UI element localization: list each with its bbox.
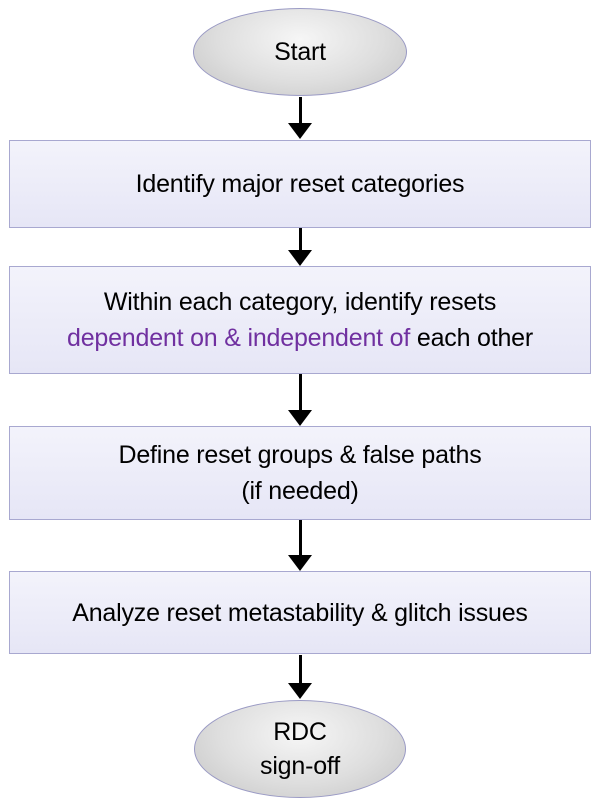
step-define-groups-line1: Define reset groups & false paths: [118, 441, 482, 469]
arrow-step1-to-step2: [288, 228, 312, 266]
end-label-line1: RDC: [273, 718, 327, 746]
start-terminal: Start: [193, 8, 407, 96]
step-identify-dependencies-line1: Within each category, identify resets: [103, 288, 497, 316]
step-identify-dependencies-line2: dependent on & independent of each other: [67, 320, 533, 356]
step-define-groups: Define reset groups & false paths (if ne…: [9, 426, 591, 520]
step-define-groups-line2: (if needed): [241, 477, 359, 505]
arrow-step2-to-step3: [288, 374, 312, 426]
step-identify-dependencies: Within each category, identify resets de…: [9, 266, 591, 374]
step-identify-categories-text: Identify major reset categories: [135, 170, 465, 198]
arrow-step3-to-step4: [288, 520, 312, 571]
dependency-highlight-text: dependent on & independent of: [66, 324, 411, 352]
arrow-start-to-step1: [288, 97, 312, 139]
arrow-step4-to-end: [288, 655, 312, 699]
step-identify-categories: Identify major reset categories: [9, 140, 591, 228]
start-label: Start: [274, 38, 326, 66]
dependency-rest-text: each other: [410, 324, 534, 352]
end-label-line2: sign-off: [260, 752, 340, 780]
end-terminal: RDC sign-off: [194, 700, 406, 798]
step-analyze-issues-text: Analyze reset metastability & glitch iss…: [72, 598, 528, 627]
step-analyze-issues: Analyze reset metastability & glitch iss…: [9, 571, 591, 654]
